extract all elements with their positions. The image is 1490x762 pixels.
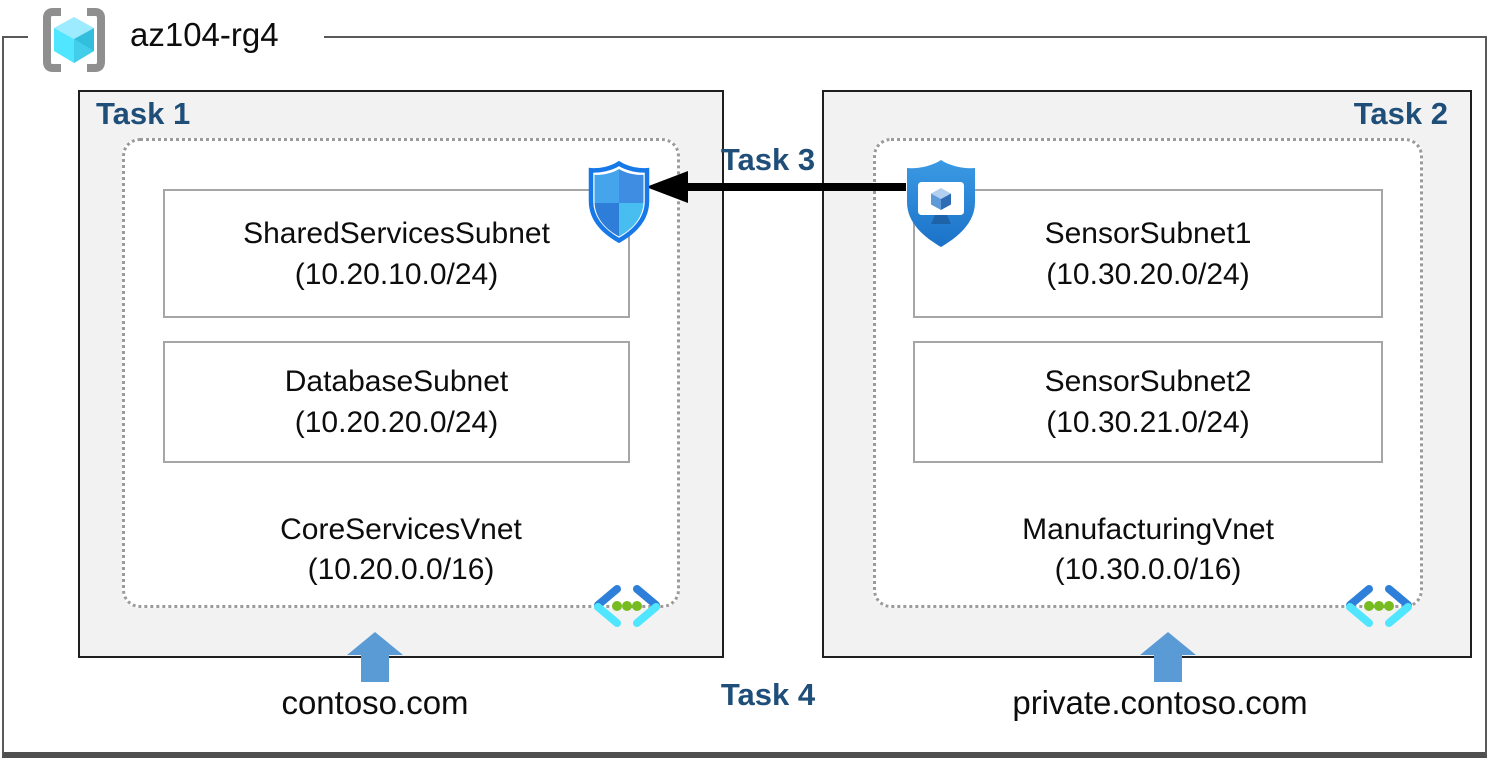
dns-up-arrow-icon (347, 632, 403, 682)
subnet-name: SharedServicesSubnet (243, 216, 550, 250)
sensor-subnet1-box: SensorSubnet1 (10.30.20.0/24) (913, 189, 1383, 318)
subnet-name: DatabaseSubnet (284, 365, 509, 398)
subnet-cidr: (10.30.20.0/24) (1046, 257, 1250, 291)
task3-label: Task 3 (720, 142, 816, 177)
resource-group-frame (2, 36, 1487, 758)
task2-label: Task 2 (1353, 96, 1448, 131)
network-security-group-icon (588, 161, 650, 244)
contoso-dns-zone-label: contoso.com (281, 684, 469, 721)
core-services-vnet-label: CoreServicesVnet (10.20.0.0/16) (122, 510, 680, 590)
subnet-cidr: (10.20.20.0/24) (294, 406, 499, 439)
task1-label: Task 1 (96, 96, 191, 131)
application-security-group-icon (907, 160, 975, 247)
manufacturing-vnet-label: ManufacturingVnet (10.30.0.0/16) (873, 510, 1423, 590)
resource-group-icon (43, 7, 105, 72)
virtual-network-icon (594, 585, 660, 627)
subnet-name: SensorSubnet1 (1044, 216, 1252, 250)
private-contoso-dns-zone-label: private.contoso.com (1012, 684, 1308, 721)
vnet-cidr: (10.20.0.0/16) (307, 553, 495, 586)
subnet-cidr: (10.20.10.0/24) (294, 257, 499, 291)
legend-border-mask (28, 34, 324, 42)
vnet-name: ManufacturingVnet (1022, 513, 1274, 546)
sensor-subnet2-box: SensorSubnet2 (10.30.21.0/24) (913, 341, 1383, 463)
vnet-cidr: (10.30.0.0/16) (1054, 553, 1242, 586)
database-subnet-box: DatabaseSubnet (10.20.20.0/24) (163, 341, 630, 463)
vnet-name: CoreServicesVnet (280, 513, 522, 546)
shared-services-subnet-box: SharedServicesSubnet (10.20.10.0/24) (163, 189, 630, 318)
task3-flow-arrow (646, 171, 906, 203)
task4-label: Task 4 (720, 677, 816, 712)
subnet-cidr: (10.30.21.0/24) (1046, 406, 1250, 439)
dns-up-arrow-icon (1140, 632, 1196, 682)
virtual-network-icon (1346, 585, 1412, 627)
subnet-name: SensorSubnet2 (1044, 365, 1252, 398)
resource-group-name: az104-rg4 (130, 16, 279, 53)
